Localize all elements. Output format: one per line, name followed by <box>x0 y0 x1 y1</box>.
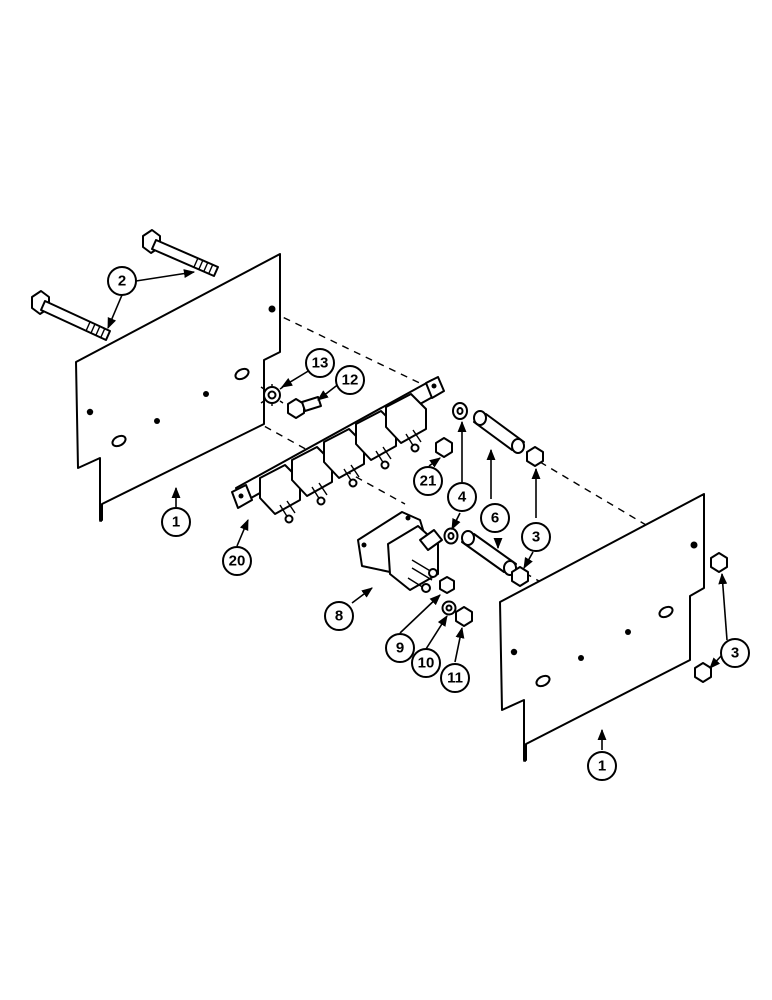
callout-1-left: 1 <box>161 507 191 537</box>
callout-2: 2 <box>107 266 137 296</box>
callout-10: 10 <box>411 648 441 678</box>
svg-text:4: 4 <box>458 489 467 506</box>
nut-21 <box>435 437 453 458</box>
screw-12 <box>287 396 322 419</box>
callout-9: 9 <box>385 633 415 663</box>
svg-text:3: 3 <box>532 529 540 546</box>
leader-lines <box>107 269 728 750</box>
nut-3-middle <box>511 566 529 587</box>
svg-text:1: 1 <box>598 758 606 775</box>
nut-9 <box>439 576 455 594</box>
washer-10 <box>441 600 457 616</box>
spacer-6-upper <box>473 410 525 454</box>
svg-text:21: 21 <box>420 473 437 490</box>
washer-4-lower <box>443 527 459 545</box>
callout-6: 6 <box>480 503 510 533</box>
svg-text:6: 6 <box>491 510 499 527</box>
breaker-terminals <box>279 429 422 524</box>
svg-text:8: 8 <box>335 608 343 625</box>
svg-text:11: 11 <box>447 670 463 687</box>
callout-3-right: 3 <box>720 638 750 668</box>
nut-3-right-upper <box>710 552 728 573</box>
washer-4-upper <box>452 402 468 420</box>
solenoid-relay <box>357 511 443 593</box>
callout-11: 11 <box>440 663 470 693</box>
bolt-upper <box>142 229 219 277</box>
nut-3-right-lower <box>694 662 712 683</box>
breaker-modules <box>259 393 427 515</box>
circuit-breaker-strip <box>231 376 445 524</box>
callout-13: 13 <box>305 348 335 378</box>
callout-8: 8 <box>324 601 354 631</box>
svg-text:9: 9 <box>396 640 404 657</box>
svg-text:12: 12 <box>342 372 359 389</box>
svg-text:1: 1 <box>172 514 180 531</box>
lock-washer-13 <box>260 384 284 406</box>
callout-21: 21 <box>413 466 443 496</box>
spacer-6-lower <box>461 530 517 576</box>
callout-1-right: 1 <box>587 751 617 781</box>
callout-3-upper: 3 <box>521 522 551 552</box>
right-mounting-plate <box>499 493 705 762</box>
svg-text:13: 13 <box>312 355 329 372</box>
nut-11 <box>455 606 473 627</box>
svg-text:20: 20 <box>229 553 246 570</box>
svg-text:2: 2 <box>118 273 126 290</box>
callout-20: 20 <box>222 546 252 576</box>
callout-4: 4 <box>447 482 477 512</box>
svg-text:10: 10 <box>418 655 435 672</box>
bolt-lower <box>31 290 111 341</box>
svg-text:3: 3 <box>731 645 739 662</box>
callout-12: 12 <box>335 365 365 395</box>
left-mounting-plate <box>75 253 281 522</box>
nut-3-upper <box>526 446 544 467</box>
